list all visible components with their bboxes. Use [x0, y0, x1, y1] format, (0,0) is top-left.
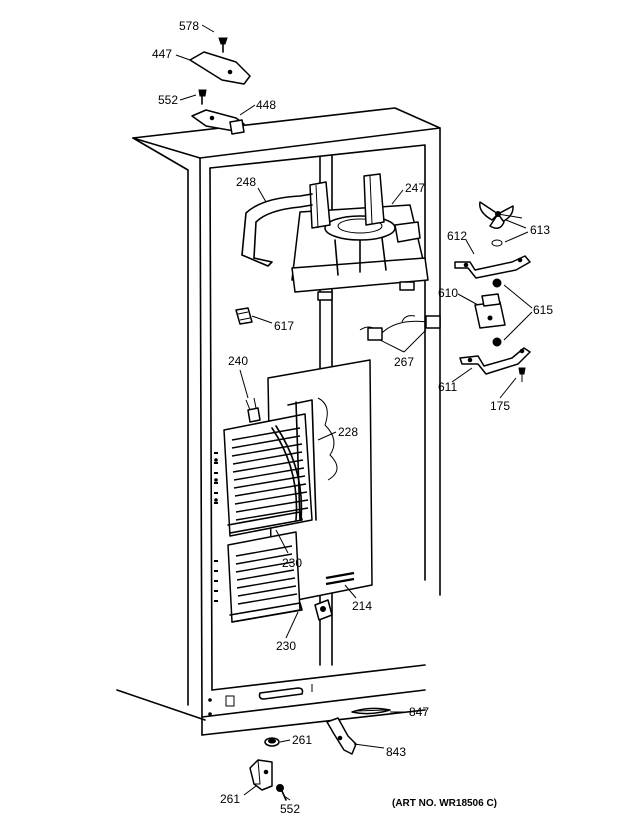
screw-578 — [218, 37, 228, 53]
label-228: 228 — [338, 425, 358, 439]
screw-552-bottom — [276, 784, 287, 801]
duct-248 — [241, 193, 313, 267]
fan-shroud-247 — [291, 173, 429, 301]
label-847: 847 — [409, 705, 429, 719]
label-230-lower: 230 — [276, 639, 296, 653]
label-611: 611 — [438, 380, 457, 394]
bracket-611 — [459, 347, 531, 375]
label-843: 843 — [386, 745, 406, 759]
art-number: (ART NO. WR18506 C) — [392, 798, 497, 809]
label-552-bottom: 552 — [280, 802, 300, 816]
label-214: 214 — [352, 599, 372, 613]
label-247: 247 — [405, 181, 425, 195]
label-261-lower: 261 — [220, 792, 240, 806]
spring-847 — [351, 707, 391, 715]
label-248: 248 — [236, 175, 256, 189]
bracket-261 — [249, 759, 273, 791]
label-613: 613 — [530, 223, 550, 237]
clip-617 — [235, 307, 253, 325]
label-615: 615 — [533, 303, 553, 317]
hinge-cover-447 — [189, 51, 251, 85]
label-240: 240 — [228, 354, 248, 368]
label-617: 617 — [274, 319, 294, 333]
wire-harness-267 — [359, 315, 441, 341]
side-rivets — [208, 458, 218, 716]
screw-552-top — [198, 89, 207, 105]
label-261-upper: 261 — [292, 733, 312, 747]
washer-613 — [491, 239, 503, 247]
label-175: 175 — [490, 399, 510, 413]
callout-labels: 578 447 552 448 248 247 613 612 615 610 … — [152, 19, 553, 816]
bracket-612 — [454, 255, 531, 279]
hinge-448 — [191, 109, 245, 135]
label-612: 612 — [447, 229, 467, 243]
label-267: 267 — [394, 355, 414, 369]
label-578: 578 — [179, 19, 199, 33]
drain-bracket — [314, 599, 333, 621]
label-552-top: 552 — [158, 93, 178, 107]
roller-261 — [264, 737, 280, 747]
grommets-615 — [492, 278, 502, 347]
leader-lines — [175, 24, 533, 801]
cabinet — [116, 107, 441, 736]
label-230-upper: 230 — [282, 556, 302, 570]
evaporator-coils — [214, 397, 317, 623]
fan-motor-610 — [474, 293, 506, 329]
label-610: 610 — [438, 286, 458, 300]
fan-blade-613 — [479, 201, 523, 229]
arm-843 — [326, 717, 357, 755]
label-448: 448 — [256, 98, 276, 112]
screw-175 — [518, 367, 526, 382]
label-447: 447 — [152, 47, 172, 61]
